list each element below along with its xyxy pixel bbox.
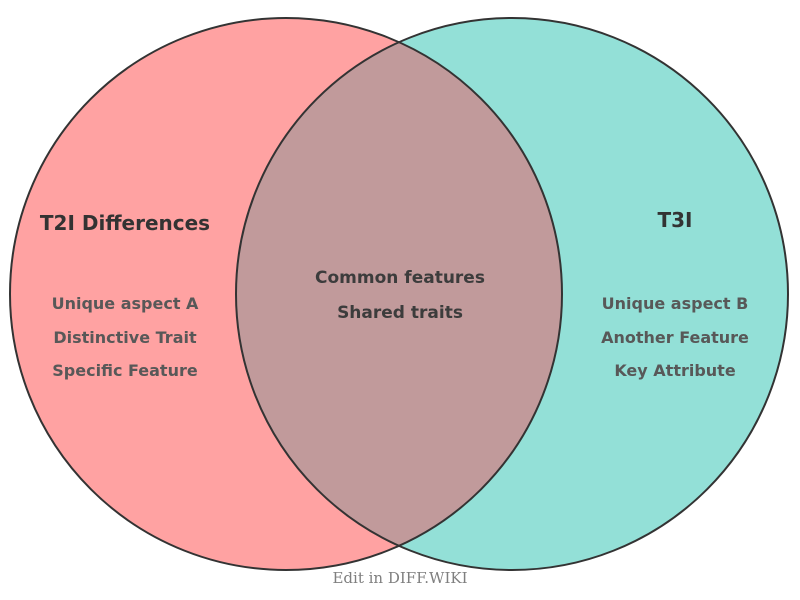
right-set-item: Unique aspect B: [602, 294, 749, 313]
left-set-item: Specific Feature: [52, 361, 198, 380]
left-set-item: Distinctive Trait: [53, 328, 197, 347]
left-set-title: T2I Differences: [40, 211, 210, 235]
overlap-item: Shared traits: [337, 303, 463, 323]
overlap-region-fill: [236, 18, 562, 570]
overlap-item: Common features: [315, 268, 485, 288]
right-circle-outline: [235, 17, 789, 571]
right-set-item: Another Feature: [601, 328, 749, 347]
left-circle-outline: [9, 17, 563, 571]
right-set-item: Key Attribute: [614, 361, 736, 380]
right-set-title: T3I: [658, 208, 693, 232]
left-set-item: Unique aspect A: [52, 294, 199, 313]
edit-in-diffwiki-link[interactable]: Edit in DIFF.WIKI: [332, 569, 467, 587]
